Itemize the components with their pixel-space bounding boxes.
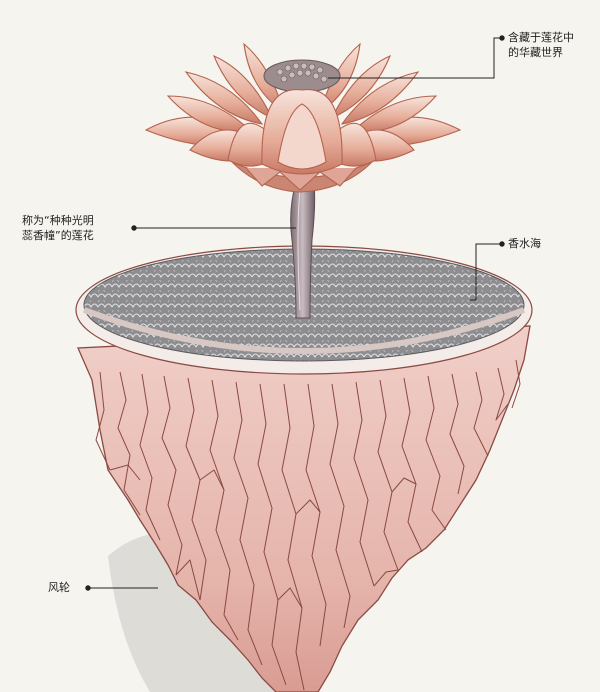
label-lotus-name-line1: 称为“种种光明	[22, 214, 94, 227]
label-lotus-name: 称为“种种光明 蕊香幢”的莲花	[22, 213, 94, 243]
label-wind-wheel: 风轮	[48, 581, 70, 594]
leader-fragrant-sea	[470, 243, 502, 301]
leader-lines	[85, 35, 505, 591]
label-lotus-name-line2: 蕊香幢”的莲花	[22, 229, 94, 242]
label-world-in-lotus-line1: 含藏于莲花中	[508, 31, 574, 44]
label-world-in-lotus: 含藏于莲花中 的华藏世界	[508, 30, 574, 60]
label-fragrant-sea: 香水海	[508, 237, 541, 250]
label-world-in-lotus-line2: 的华藏世界	[508, 46, 563, 59]
leader-world-in-lotus	[328, 37, 502, 79]
lotus-flower	[144, 42, 462, 193]
wind-wheel-rock	[77, 325, 531, 692]
